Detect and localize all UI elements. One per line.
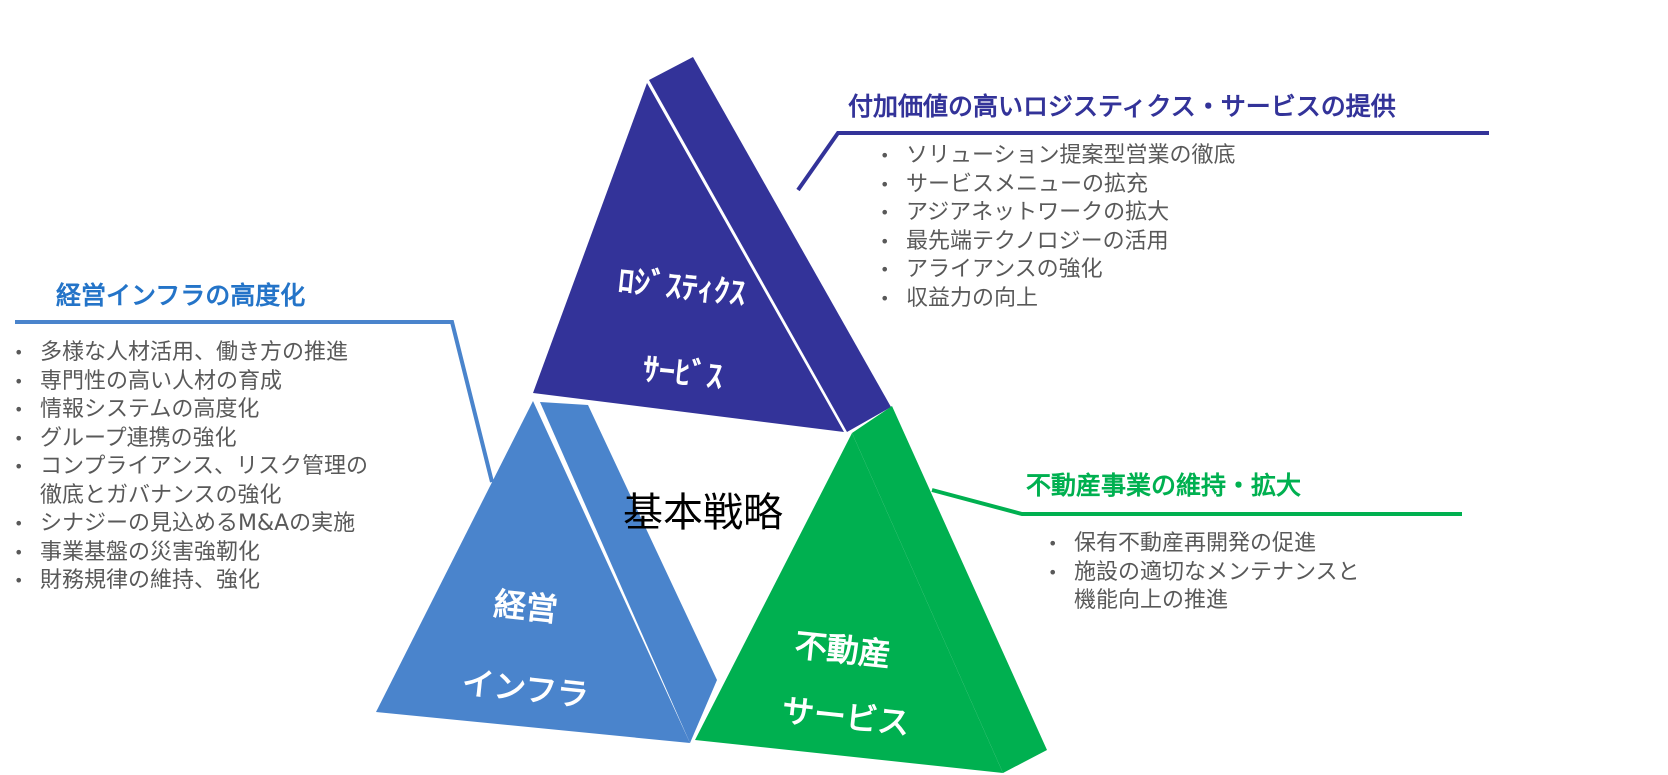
management-triangle-label-1: 経営 — [491, 584, 560, 630]
realestate-item-list: 保有不動産再開発の促進 施設の適切なメンテナンスと 機能向上の推進 — [1046, 530, 1360, 616]
logistics-triangle-side — [649, 57, 891, 432]
realestate-triangle-side — [852, 406, 1047, 773]
list-item: 情報システムの高度化 — [12, 396, 368, 425]
list-item: 最先端テクノロジーの活用 — [878, 228, 1236, 257]
realestate-triangle-face — [695, 433, 1003, 773]
realestate-triangle-label-1: 不動産 — [793, 626, 893, 674]
list-item: サービスメニューの拡充 — [878, 171, 1236, 200]
list-item: アジアネットワークの拡大 — [878, 199, 1236, 228]
list-item: 専門性の高い人材の育成 — [12, 368, 368, 397]
realestate-connector-line — [931, 488, 1462, 516]
management-triangle-face — [376, 401, 690, 743]
logistics-heading: 付加価値の高いロジスティクス・サービスの提供 — [848, 92, 1396, 121]
list-item: 財務規律の維持、強化 — [12, 567, 368, 596]
list-item: 施設の適切なメンテナンスと — [1046, 559, 1360, 588]
list-item: 多様な人材活用、働き方の推進 — [12, 339, 368, 368]
management-item-list: 多様な人材活用、働き方の推進 専門性の高い人材の育成 情報システムの高度化 グル… — [12, 339, 368, 596]
logistics-item-list: ソリューション提案型営業の徹底 サービスメニューの拡充 アジアネットワークの拡大… — [878, 142, 1236, 313]
list-item-continuation: 機能向上の推進 — [1074, 588, 1229, 613]
list-item: シナジーの見込めるM&Aの実施 — [12, 510, 368, 539]
list-item: グループ連携の強化 — [12, 425, 368, 454]
logistics-connector-line — [796, 131, 1489, 192]
center-strategy-label: 基本戦略 — [623, 490, 783, 536]
management-triangle-side — [540, 402, 717, 743]
logistics-triangle-label-2: ｻｰﾋﾞｽ — [641, 349, 725, 397]
management-heading: 経営インフラの高度化 — [56, 281, 306, 310]
logistics-triangle-face — [533, 83, 844, 432]
list-item: 保有不動産再開発の促進 — [1046, 530, 1360, 559]
list-item-continuation: 徹底とガバナンスの強化 — [40, 482, 282, 508]
list-item: 収益力の向上 — [878, 285, 1236, 314]
management-connector-line — [15, 320, 494, 483]
list-item: 事業基盤の災害強靭化 — [12, 539, 368, 568]
realestate-heading: 不動産事業の維持・拡大 — [1026, 471, 1302, 500]
list-item: コンプライアンス、リスク管理の — [12, 453, 368, 482]
list-item: アライアンスの強化 — [878, 256, 1236, 285]
list-item: ソリューション提案型営業の徹底 — [878, 142, 1236, 171]
